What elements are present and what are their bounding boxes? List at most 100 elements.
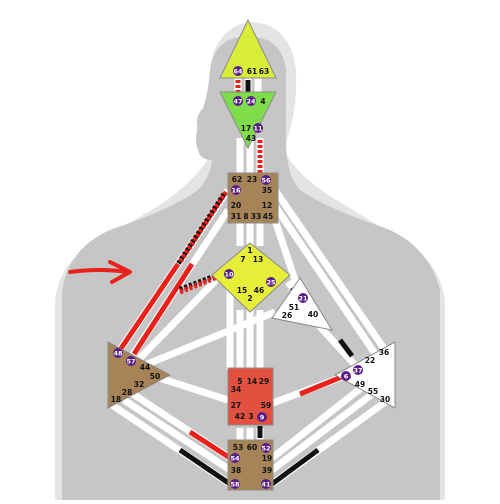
gate-label: 46 xyxy=(254,286,264,295)
gate-badge xyxy=(113,348,123,358)
gate-label: 33 xyxy=(251,212,261,221)
gate-badge xyxy=(233,96,243,106)
gate-label: 57 xyxy=(126,358,135,366)
channel-39-55 xyxy=(269,389,378,473)
gate-label: 47 xyxy=(233,98,242,106)
gate-badge xyxy=(230,453,240,463)
gate-badge xyxy=(257,412,267,422)
centers xyxy=(107,18,396,491)
gate-label: 31 xyxy=(231,212,241,221)
gate-label: 60 xyxy=(247,443,257,452)
gate-label: 23 xyxy=(247,175,257,184)
red-arrow-icon xyxy=(68,260,132,284)
gate-label: 25 xyxy=(266,279,276,287)
gate-label: 12 xyxy=(262,201,272,210)
gate-label: 43 xyxy=(246,134,256,143)
gate-badge xyxy=(253,123,263,133)
gate-label: 16 xyxy=(231,187,241,195)
gate-label: 20 xyxy=(231,201,241,210)
sacral-center xyxy=(227,367,274,426)
activation-16 xyxy=(175,192,227,266)
gate-label: 19 xyxy=(262,454,272,463)
gate-label: 54 xyxy=(230,455,240,463)
gate-label: 38 xyxy=(231,466,241,475)
gate-badge xyxy=(261,175,271,185)
activation-6 xyxy=(299,373,345,397)
gate-badge xyxy=(261,443,271,453)
activation-41 xyxy=(270,447,320,487)
gate-label: 63 xyxy=(259,67,269,76)
gate-label: 55 xyxy=(368,387,378,396)
gate-label: 18 xyxy=(111,395,121,404)
gate-label: 13 xyxy=(253,255,263,264)
activation-10-red xyxy=(179,273,221,295)
gate-label: 34 xyxy=(231,385,241,394)
gate-label: 32 xyxy=(134,380,144,389)
gate-label: 61 xyxy=(247,67,257,76)
channel-28-38 xyxy=(122,397,232,473)
activation-16-red xyxy=(177,190,229,264)
ajna-center xyxy=(219,91,277,150)
gate-label: 64 xyxy=(233,68,243,76)
gate-badge xyxy=(230,479,240,489)
gate-label: 22 xyxy=(365,356,375,365)
gate-label: 35 xyxy=(262,186,272,195)
gate-label: 26 xyxy=(282,311,292,320)
activation-54 xyxy=(188,429,232,461)
gate-label: 3 xyxy=(248,412,253,421)
gate-badge xyxy=(266,277,276,287)
gate-label: 15 xyxy=(237,286,247,295)
gate-badge xyxy=(261,479,271,489)
gate-label: 49 xyxy=(355,380,365,389)
gate-badge xyxy=(224,269,234,279)
gate-label: 51 xyxy=(289,303,299,312)
gate-label: 8 xyxy=(243,212,248,221)
gate-label: 17 xyxy=(241,124,251,133)
gate-label: 2 xyxy=(247,294,252,303)
gate-label: 44 xyxy=(140,363,150,372)
gate-label: 59 xyxy=(261,401,271,410)
channel-12-22 xyxy=(272,204,381,360)
activation-22 xyxy=(338,338,354,358)
gate-label: 5 xyxy=(237,377,242,386)
gate-label: 50 xyxy=(150,372,160,381)
gate-label: 40 xyxy=(308,310,318,319)
gate-label: 9 xyxy=(260,414,265,422)
channel-26-44 xyxy=(143,308,277,369)
channel-activations xyxy=(117,80,354,487)
gate-badge xyxy=(231,185,241,195)
gate-badge xyxy=(298,293,308,303)
gate-label: 14 xyxy=(247,377,257,386)
activation-48 xyxy=(117,262,181,352)
gate-label: 1 xyxy=(247,246,252,255)
gate-badge xyxy=(353,365,363,375)
gate-label: 7 xyxy=(240,255,245,264)
gate-label: 29 xyxy=(259,377,269,386)
channel-35-36 xyxy=(272,188,388,352)
gate-label: 42 xyxy=(235,412,245,421)
gate-label: 11 xyxy=(253,125,263,133)
gate-label: 21 xyxy=(298,295,308,303)
channel-19-49 xyxy=(269,382,368,461)
gate-label: 37 xyxy=(353,367,362,375)
gate-label: 28 xyxy=(122,388,132,397)
gate-label: 52 xyxy=(261,445,270,453)
spleen-center xyxy=(107,341,172,409)
gate-label: 27 xyxy=(231,401,241,410)
gate-label: 53 xyxy=(233,443,243,452)
gate-label: 4 xyxy=(260,97,265,106)
gate-label: 45 xyxy=(263,212,273,221)
activation-57 xyxy=(131,262,195,356)
gate-labels: 64 61 63 47 24 4 17 11 43 62 23 56 16 35… xyxy=(111,66,390,489)
gate-label: 58 xyxy=(230,481,240,489)
gate-label: 62 xyxy=(232,175,242,184)
heart-center xyxy=(271,277,334,331)
gate-label: 39 xyxy=(262,466,272,475)
gate-label: 56 xyxy=(261,177,271,185)
gate-badge xyxy=(341,371,351,381)
channel-10-57 xyxy=(135,271,225,363)
gate-label: 48 xyxy=(113,350,123,358)
activation-58 xyxy=(178,447,232,487)
head-center xyxy=(219,18,277,79)
